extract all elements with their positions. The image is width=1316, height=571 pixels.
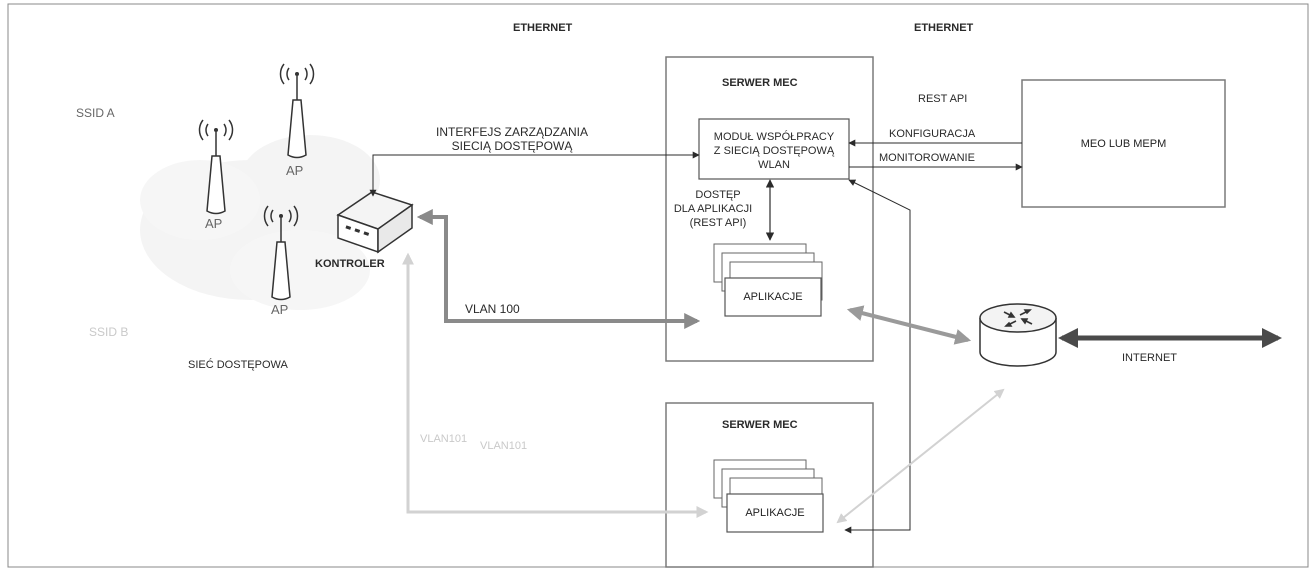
ap-label: AP <box>271 302 289 317</box>
mgmt-interface-label-2: SIECIĄ DOSTĘPOWĄ <box>451 139 573 153</box>
module-label-2: Z SIECIĄ DOSTĘPOWĄ <box>713 145 835 157</box>
module-label-3: WLAN <box>758 159 790 171</box>
app-access-label-2: DLA APLIKACJI <box>673 203 753 215</box>
mec-router-link <box>846 305 972 345</box>
module-box <box>698 118 850 180</box>
mec-server-top-title: SERWER MEC <box>722 77 798 89</box>
controller-label: KONTROLER <box>315 258 385 270</box>
monitor-label: MONITOROWANIE <box>879 152 975 164</box>
app-access-label-3: (REST API) <box>689 217 747 229</box>
module-label-1: MODUŁ WSPÓŁPRACY <box>713 131 835 143</box>
router-icon <box>979 303 1057 367</box>
config-label: KONFIGURACJA <box>889 128 976 140</box>
vlan101-link <box>402 252 709 518</box>
ap-label: AP <box>286 163 304 178</box>
apps-top-label: APLIKACJE <box>743 291 803 303</box>
ap-icon <box>198 119 234 215</box>
ethernet-left-label: ETHERNET <box>513 22 573 34</box>
module-bottom-link <box>844 179 911 534</box>
outer-frame <box>7 3 1309 568</box>
access-network-cloud <box>140 135 380 310</box>
vlan101-label: VLAN101 <box>480 440 528 452</box>
apps-bottom-label: APLIKACJE <box>745 507 805 519</box>
ap-label: AP <box>205 216 223 231</box>
ethernet-right-label: ETHERNET <box>914 22 974 34</box>
vlan100-link <box>416 209 701 329</box>
ssid-a-label: SSID A <box>76 106 115 120</box>
ssid-b-label: SSID B <box>89 325 129 339</box>
vlan100-label: VLAN 100 <box>465 302 520 316</box>
ap-icon <box>279 63 315 159</box>
apps-top-box <box>724 277 822 317</box>
rest-api-label: REST API <box>918 93 968 105</box>
mec2-router-link <box>836 388 1005 524</box>
wlan-controller-icon <box>336 191 414 254</box>
vlan101-label: VLAN101 <box>420 433 468 445</box>
apps-bottom-box <box>726 493 824 533</box>
mec-server-bottom-title: SERWER MEC <box>722 419 798 431</box>
mgmt-interface-link <box>369 151 700 197</box>
app-access-label-1: DOSTĘP <box>695 189 741 201</box>
access-network-label: SIEĆ DOSTĘPOWA <box>188 359 288 371</box>
ap-icon <box>263 205 299 301</box>
mgmt-interface-label-1: INTERFEJS ZARZĄDZANIA <box>435 125 588 139</box>
internet-label: INTERNET <box>1122 352 1177 364</box>
meo-label: MEO LUB MEPM <box>1080 137 1167 150</box>
